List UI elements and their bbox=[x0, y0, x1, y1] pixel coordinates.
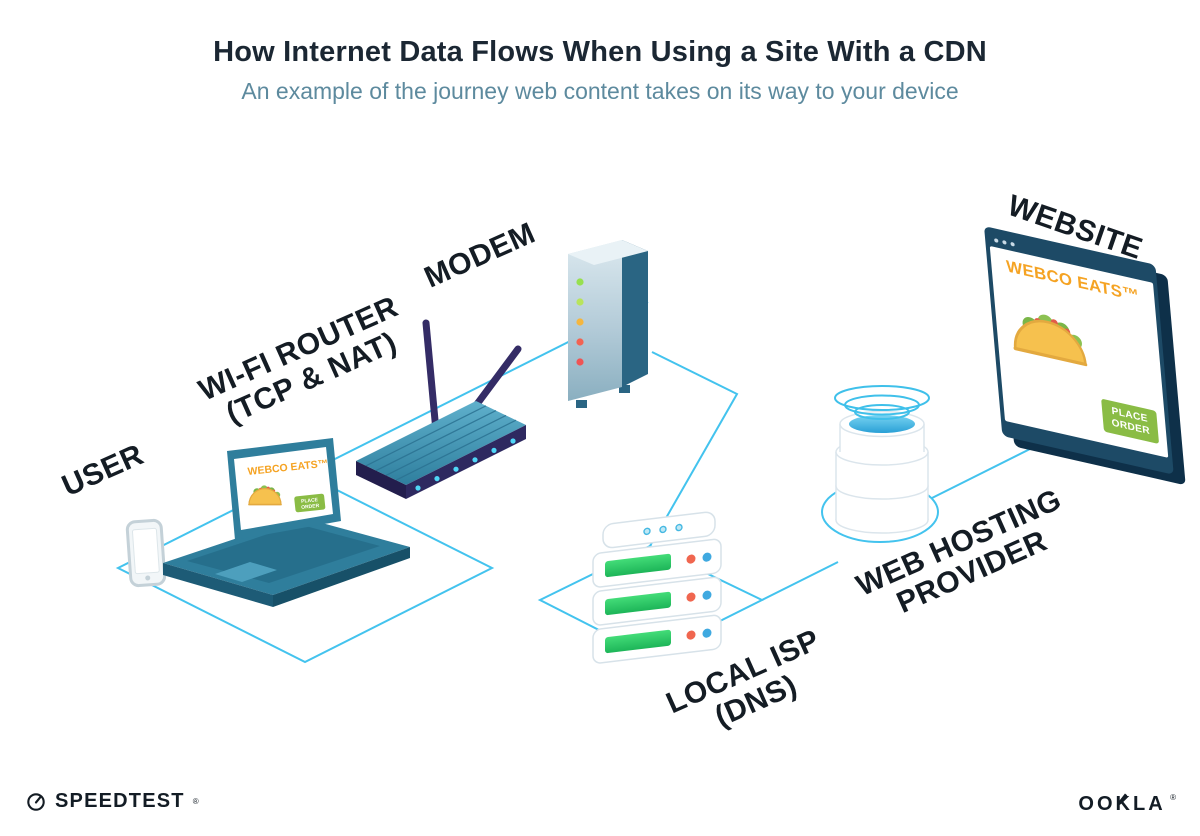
server-drawer-2 bbox=[592, 576, 722, 626]
server-lid bbox=[602, 511, 716, 549]
speedtest-logo: SPEEDTEST ® bbox=[25, 790, 199, 813]
server-lid-dots bbox=[643, 523, 683, 536]
server-drawer-1 bbox=[592, 538, 722, 588]
modem-led-strip bbox=[576, 278, 584, 366]
ookla-wordmark: OOKLA bbox=[1078, 793, 1166, 815]
page-subtitle: An example of the journey web content ta… bbox=[241, 78, 959, 104]
laptop-order-button: PLACE ORDER bbox=[294, 493, 326, 513]
browser-dot-icon bbox=[1002, 239, 1007, 245]
ripple-rings bbox=[834, 385, 930, 420]
speedtest-gauge-icon bbox=[27, 792, 45, 811]
place-order-button: PLACE ORDER bbox=[1101, 398, 1160, 445]
router-grooves bbox=[365, 405, 517, 481]
web-hosting-illustration bbox=[834, 385, 930, 534]
laptop-front-edge bbox=[163, 563, 273, 607]
browser-dot-icon bbox=[1010, 241, 1015, 247]
svg-text:PLACE: PLACE bbox=[301, 497, 319, 505]
isp-server-stack bbox=[592, 511, 722, 664]
server-drawer-3 bbox=[592, 614, 722, 664]
laptop-right-edge bbox=[273, 547, 410, 607]
router-antenna-left bbox=[422, 319, 440, 435]
browser-dot-icon bbox=[994, 237, 999, 243]
wifi-router-illustration bbox=[356, 319, 526, 499]
laptop-trackpad bbox=[215, 562, 277, 582]
ookla-trademark: ® bbox=[1170, 793, 1176, 802]
database-cylinders bbox=[835, 410, 929, 534]
user-laptop-illustration: WEBCO EATS™ PLACE ORDER bbox=[125, 438, 410, 607]
database-water bbox=[849, 415, 915, 433]
isp-server-illustration bbox=[592, 511, 722, 664]
svg-text:ORDER: ORDER bbox=[301, 503, 320, 511]
router-top bbox=[356, 401, 526, 485]
website-taco-icon bbox=[1008, 305, 1089, 368]
speedtest-trademark: ® bbox=[192, 797, 199, 806]
router-side-face bbox=[356, 461, 406, 499]
modem-illustration bbox=[568, 240, 648, 408]
router-status-lights bbox=[415, 438, 516, 491]
page-title: How Internet Data Flows When Using a Sit… bbox=[213, 36, 987, 68]
website-browser: WEBCO EATS™ PLACE ORDER bbox=[984, 226, 1174, 475]
hosting-website-line bbox=[931, 443, 1041, 499]
modem-foot-left bbox=[576, 400, 587, 408]
modem-foot-right bbox=[619, 385, 630, 393]
phone-illustration bbox=[125, 518, 167, 588]
isp-hosting-line bbox=[761, 561, 839, 601]
modem-isp-line bbox=[649, 351, 739, 547]
modem-side-face bbox=[622, 240, 648, 387]
modem-top-face bbox=[568, 240, 648, 265]
ookla-logo: OOKLA ® bbox=[1078, 793, 1176, 816]
speedtest-wordmark: SPEEDTEST bbox=[55, 790, 185, 812]
